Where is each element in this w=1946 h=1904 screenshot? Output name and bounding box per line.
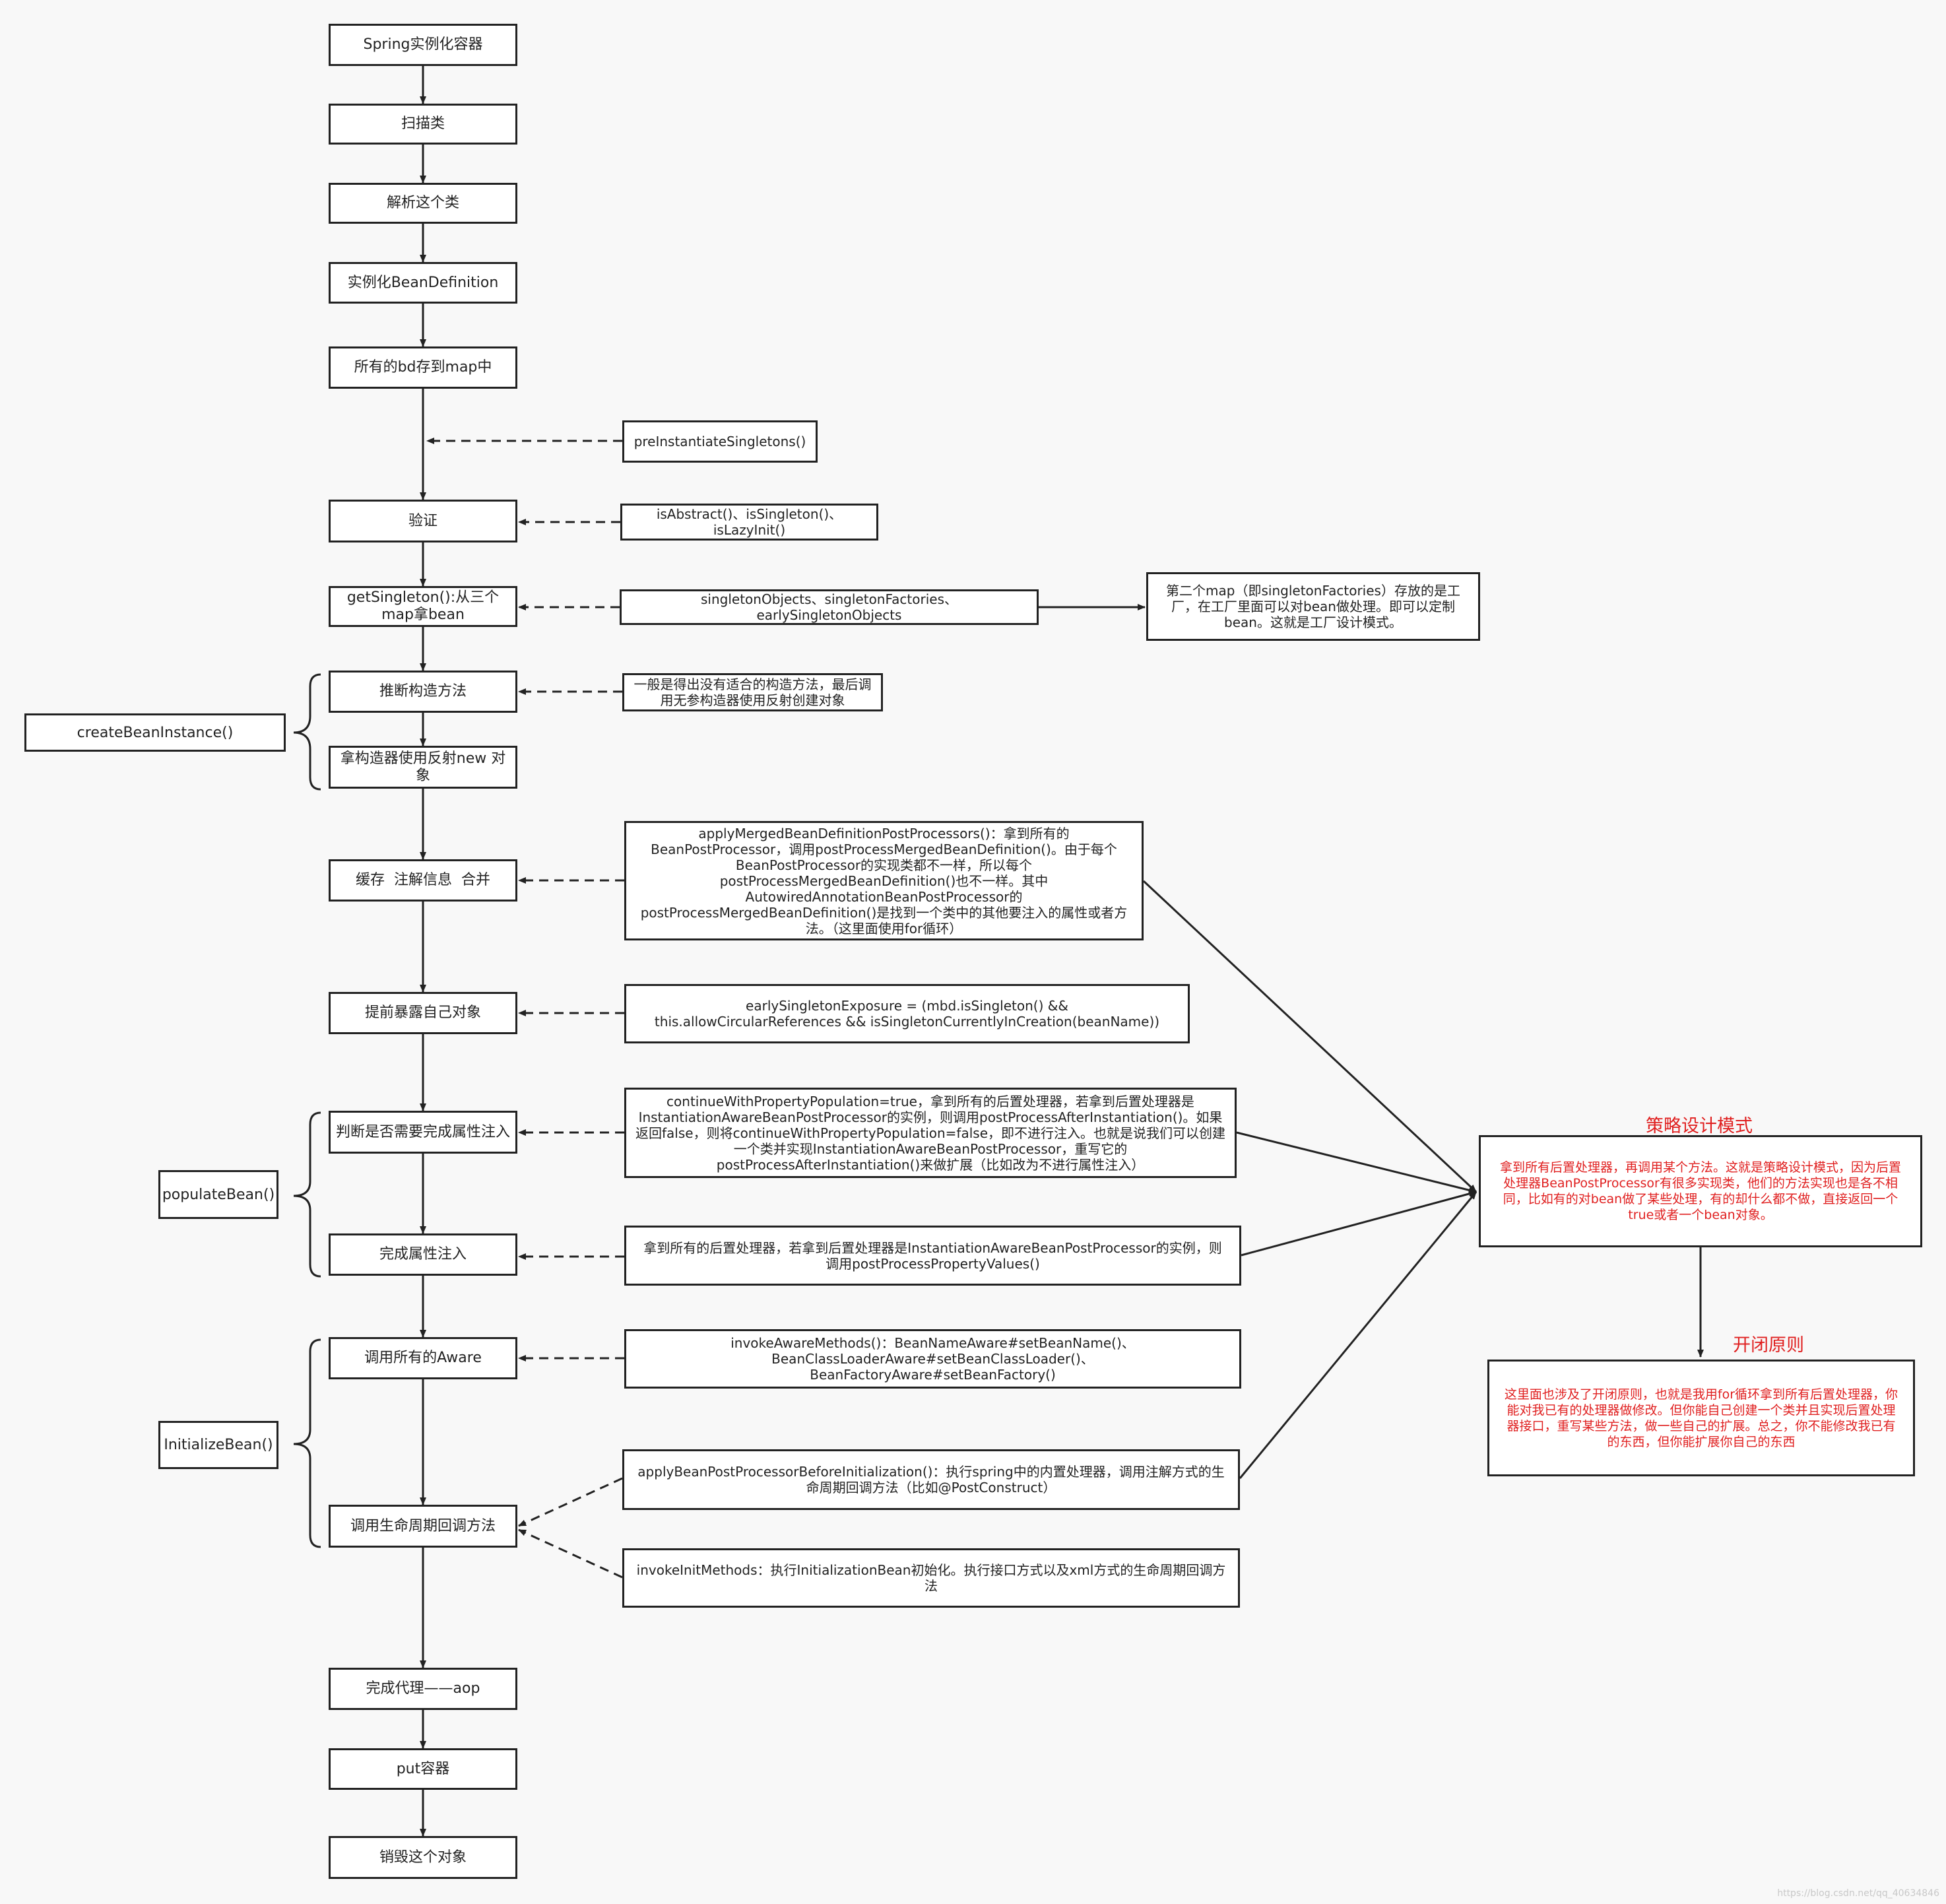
flow-cache-merge: 缓存 注解信息 合并 [329,859,517,902]
flow-get-singleton-label: getSingleton():从三个map拿bean [346,589,500,623]
flow-put-container: put容器 [329,1748,517,1790]
note-invoke-aware: invokeAwareMethods()：BeanNameAware#setBe… [624,1329,1241,1389]
flow-call-aware-label: 调用所有的Aware [364,1350,482,1366]
flow-instantiate-bd-label: 实例化BeanDefinition [347,274,499,291]
flow-infer-constructor: 推断构造方法 [329,671,517,713]
flow-instantiate-bd: 实例化BeanDefinition [329,262,517,304]
flow-validate-label: 验证 [408,512,438,529]
note-post-process-property-label: 拿到所有的后置处理器，若拿到后置处理器是InstantiationAwareBe… [643,1239,1222,1272]
flow-new-object: 拿构造器使用反射new 对象 [329,746,517,789]
flow-scan-class-label: 扫描类 [401,115,445,132]
strategy-note-label: 拿到所有后置处理器，再调用某个方法。这就是策略设计模式，因为后置处理器BeanP… [1499,1160,1901,1222]
flow-complete-injection: 完成属性注入 [329,1233,517,1276]
note-early-singleton: earlySingletonExposure = (mbd.isSingleto… [624,984,1190,1043]
flow-new-object-label: 拿构造器使用反射new 对象 [340,750,506,784]
method-initialize-bean: InitializeBean() [158,1421,278,1469]
flow-parse-class: 解析这个类 [329,183,517,224]
dashed-note-arrows [426,438,624,1579]
brace-create-bean-instance [293,673,321,791]
flow-get-singleton: getSingleton():从三个map拿bean [329,586,517,627]
note-second-map-label: 第二个map（即singletonFactories）存放的是工厂，在工厂里面可… [1166,583,1460,630]
note-second-map: 第二个map（即singletonFactories）存放的是工厂，在工厂里面可… [1146,572,1480,641]
method-populate-bean: populateBean() [158,1170,278,1219]
flow-call-lifecycle: 调用生命周期回调方法 [329,1505,517,1548]
method-populate-bean-label: populateBean() [162,1186,275,1203]
note-invoke-aware-label: invokeAwareMethods()：BeanNameAware#setBe… [730,1335,1135,1383]
note-continue-population-label: continueWithPropertyPopulation=true，拿到所有… [635,1093,1225,1173]
method-create-bean-instance-label: createBeanInstance() [77,724,234,741]
note-apply-merged-label: applyMergedBeanDefinitionPostProcessors(… [640,825,1128,936]
flow-spring-instance-label: Spring实例化容器 [363,36,483,53]
note-apply-before-init: applyBeanPostProcessorBeforeInitializati… [622,1449,1240,1510]
flow-early-expose-label: 提前暴露自己对象 [364,1004,481,1021]
flow-store-bd-map: 所有的bd存到map中 [329,346,517,389]
brace-populate-bean [293,1111,321,1278]
note-is-abstract: isAbstract()、isSingleton()、isLazyInit() [620,504,878,541]
flow-destroy-object: 销毁这个对象 [329,1836,517,1879]
flow-complete-proxy: 完成代理——aop [329,1668,517,1710]
note-apply-merged: applyMergedBeanDefinitionPostProcessors(… [624,821,1144,940]
flow-complete-injection-label: 完成属性注入 [379,1246,467,1263]
flow-put-container-label: put容器 [396,1760,450,1777]
flow-store-bd-map-label: 所有的bd存到map中 [354,359,492,376]
method-initialize-bean-label: InitializeBean() [164,1437,273,1453]
flow-validate: 验证 [329,500,517,542]
open-closed-note-label: 这里面也涉及了开闭原则，也就是我用for循环拿到所有后置处理器，你能对我已有的处… [1504,1387,1898,1449]
note-invoke-init-label: invokeInitMethods：执行InitializationBean初始… [636,1562,1226,1594]
note-constructor-label: 一般是得出没有适合的构造方法，最后调用无参构造器使用反射创建对象 [633,676,872,708]
note-constructor: 一般是得出没有适合的构造方法，最后调用无参构造器使用反射创建对象 [622,673,883,711]
strategy-title: 策略设计模式 [1646,1116,1753,1136]
flow-destroy-object-label: 销毁这个对象 [379,1849,467,1866]
note-post-process-property: 拿到所有的后置处理器，若拿到后置处理器是InstantiationAwareBe… [624,1226,1241,1286]
flow-parse-class-label: 解析这个类 [386,195,459,211]
brace-shapes [293,673,321,1548]
note-is-abstract-label: isAbstract()、isSingleton()、isLazyInit() [656,506,843,538]
note-singleton-objects-label: singletonObjects、singletonFactories、earl… [701,591,957,623]
note-pre-instantiate: preInstantiateSingletons() [622,420,818,463]
solid-note-arrows [1039,604,1704,1479]
note-pre-instantiate-label: preInstantiateSingletons() [633,434,806,449]
flow-call-lifecycle-label: 调用生命周期回调方法 [350,1517,496,1534]
flow-early-expose: 提前暴露自己对象 [329,992,517,1034]
method-create-bean-instance: createBeanInstance() [24,713,286,752]
note-invoke-init: invokeInitMethods：执行InitializationBean初始… [622,1548,1240,1608]
open-closed-note: 这里面也涉及了开闭原则，也就是我用for循环拿到所有后置处理器，你能对我已有的处… [1487,1360,1915,1476]
flow-need-injection-label: 判断是否需要完成属性注入 [336,1123,511,1140]
open-closed-title: 开闭原则 [1733,1335,1804,1356]
note-apply-before-init-label: applyBeanPostProcessorBeforeInitializati… [637,1464,1225,1495]
flow-complete-proxy-label: 完成代理——aop [366,1680,480,1697]
flow-scan-class: 扫描类 [329,104,517,145]
strategy-note: 拿到所有后置处理器，再调用某个方法。这就是策略设计模式，因为后置处理器BeanP… [1479,1135,1922,1247]
flow-cache-merge-label: 缓存 注解信息 合并 [356,872,490,888]
brace-initialize-bean [293,1338,321,1548]
flow-need-injection: 判断是否需要完成属性注入 [329,1111,517,1154]
note-early-singleton-label: earlySingletonExposure = (mbd.isSingleto… [654,998,1160,1030]
flow-spring-instance: Spring实例化容器 [329,24,517,66]
watermark: https://blog.csdn.net/qq_40634846 [1777,1888,1939,1899]
note-continue-population: continueWithPropertyPopulation=true，拿到所有… [624,1088,1237,1178]
note-singleton-objects: singletonObjects、singletonFactories、earl… [620,589,1039,625]
flow-infer-constructor-label: 推断构造方法 [379,683,467,700]
flow-call-aware: 调用所有的Aware [329,1337,517,1379]
